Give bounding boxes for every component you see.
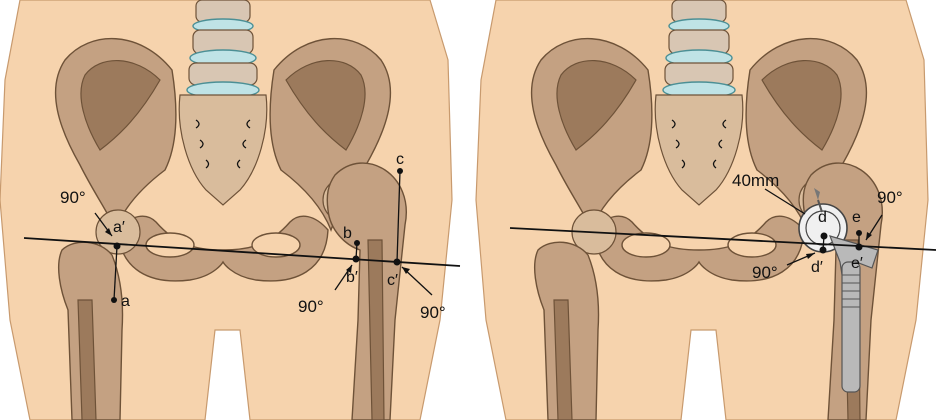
- point-b: [354, 240, 360, 246]
- label-a: a: [121, 293, 130, 310]
- left-panel: 90° a′ a b b′ c c′ 90° 90°: [0, 0, 460, 420]
- label-angle-e: 90°: [877, 188, 903, 207]
- label-e-prime: e′: [851, 255, 863, 272]
- label-40mm: 40mm: [732, 171, 779, 190]
- point-a: [111, 297, 117, 303]
- label-b: b: [343, 225, 352, 242]
- label-d: d: [818, 209, 827, 226]
- label-c-prime: c′: [387, 272, 398, 289]
- point-d-prime: [820, 247, 827, 254]
- label-a-prime: a′: [113, 219, 125, 236]
- right-panel: 40mm d d′ 90° e e′ 90°: [476, 0, 936, 420]
- point-e: [856, 230, 862, 236]
- point-a-prime: [114, 243, 121, 250]
- label-angle-c: 90°: [420, 303, 446, 322]
- point-c-prime: [394, 259, 401, 266]
- label-angle-left: 90°: [60, 188, 86, 207]
- label-d-prime: d′: [811, 259, 823, 276]
- label-e: e: [852, 209, 861, 226]
- label-c: c: [396, 151, 404, 168]
- point-b-prime: [353, 256, 360, 263]
- point-e-prime: [856, 244, 863, 251]
- point-d: [821, 233, 828, 240]
- label-angle-b: 90°: [298, 297, 324, 316]
- label-angle-d: 90°: [752, 263, 778, 282]
- pelvis-illustration-left: [0, 0, 452, 420]
- label-b-prime: b′: [346, 269, 358, 286]
- point-c: [397, 168, 403, 174]
